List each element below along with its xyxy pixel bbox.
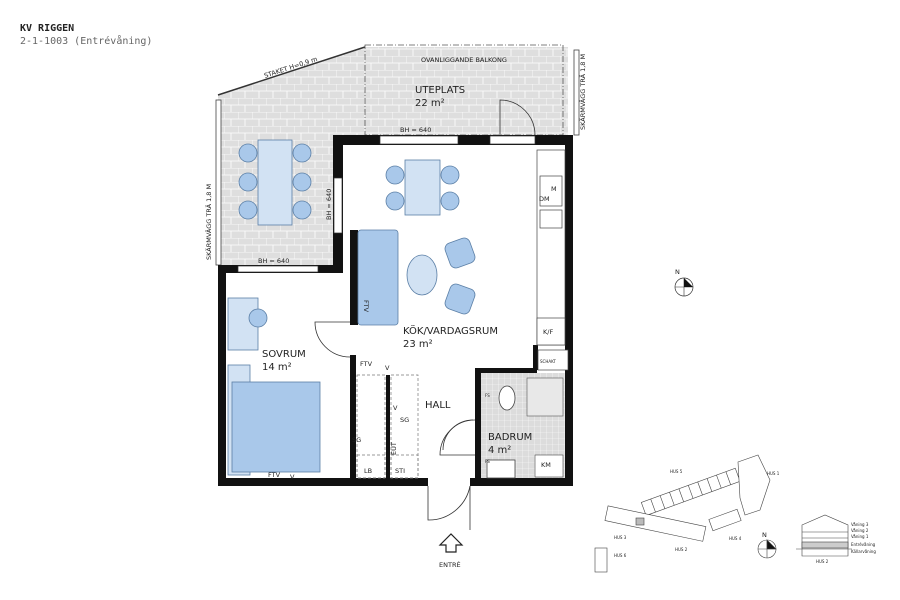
ftv-hall: FTV: [360, 360, 373, 368]
entrance-label: ENTRÉ: [439, 560, 461, 569]
doors: [314, 321, 476, 530]
screen-wall-left: SKÄRMVÄGG TRÄ 1,8 M: [204, 184, 213, 260]
fs-1: FS: [485, 393, 490, 398]
bathroom: [442, 373, 565, 479]
v-hall: V: [385, 364, 390, 372]
fs-2: FS: [485, 459, 490, 464]
room-sovrum: SOVRUM: [262, 349, 306, 360]
kf-label: K/F: [543, 328, 553, 336]
room-sovrum-area: 14 m²: [262, 362, 292, 373]
site-north-label: N: [762, 531, 767, 539]
floor-entrevaning: Entrévåning: [851, 542, 876, 547]
km-label: KM: [541, 461, 551, 469]
room-badrum: BADRUM: [488, 432, 532, 443]
room-kok: KÖK/VARDAGSRUM: [403, 324, 498, 337]
entrance: ENTRÉ: [438, 533, 464, 569]
wardrobes: [356, 374, 419, 479]
floor-vaning-1: Våning 1: [851, 534, 869, 539]
site-plan: HUS 1 HUS 2 HUS 3 HUS 4 HUS 5 HUS 6 N: [594, 454, 780, 573]
sg-2: SG: [400, 416, 409, 424]
room-uteplats-area: 22 m²: [415, 98, 445, 109]
v-wardrobe: V: [393, 404, 398, 412]
site-hus-4: HUS 4: [729, 536, 742, 541]
schakt-label: SCHAKT: [540, 359, 556, 364]
site-hus-6: HUS 6: [614, 553, 627, 558]
kitchen-counter: [536, 149, 569, 371]
room-kok-area: 23 m²: [403, 339, 433, 350]
v-sovrum: V: [290, 473, 295, 481]
site-north-compass-icon: N: [757, 531, 777, 559]
sti-label: STI: [395, 467, 405, 475]
project-name: KV RIGGEN: [20, 23, 75, 34]
plan-header: KV RIGGEN 2-1-1003 (Entrévåning): [20, 22, 152, 48]
bh-sovrum: BH = 640: [258, 257, 289, 265]
bh-side: BH = 640: [325, 189, 333, 220]
balcony-label: OVANLIGGANDE BALKONG: [421, 56, 507, 64]
site-hus-3: HUS 3: [614, 535, 627, 540]
floor-kallarvaning: Källarvåning: [851, 549, 876, 554]
room-uteplats: UTEPLATS: [415, 85, 465, 96]
section-diagram: Våning 3 Våning 2 Våning 1 Entrévåning K…: [796, 514, 876, 564]
site-hus-1: HUS 1: [767, 471, 780, 476]
dm-label: DM: [539, 195, 550, 203]
m-label: M: [551, 185, 557, 193]
bh-top: BH = 640: [400, 126, 431, 134]
floor-vaning-3: Våning 3: [851, 522, 869, 527]
ftv-sovrum: FTV: [268, 471, 281, 479]
site-hus-2: HUS 2: [675, 547, 688, 552]
room-hall: HALL: [425, 400, 451, 411]
windows: [237, 135, 536, 273]
unit-id: 2-1-1003 (Entrévåning): [20, 36, 153, 47]
eut-label: EUT: [390, 442, 398, 455]
room-badrum-area: 4 m²: [488, 445, 511, 456]
furniture: [227, 139, 476, 476]
site-hus-5: HUS 5: [670, 469, 683, 474]
screen-wall-right: SKÄRMVÄGG TRÄ 1,8 M: [578, 54, 587, 130]
north-label: N: [675, 268, 680, 276]
sg-1: SG: [352, 436, 361, 444]
entrance-arrow-icon: [438, 533, 464, 553]
floor-vaning-2: Våning 2: [851, 528, 869, 533]
north-compass-icon: N: [674, 268, 694, 297]
lb-label: LB: [364, 467, 372, 475]
ftv-sofa: FTV: [362, 300, 370, 313]
section-title: HUS 2: [816, 559, 829, 564]
